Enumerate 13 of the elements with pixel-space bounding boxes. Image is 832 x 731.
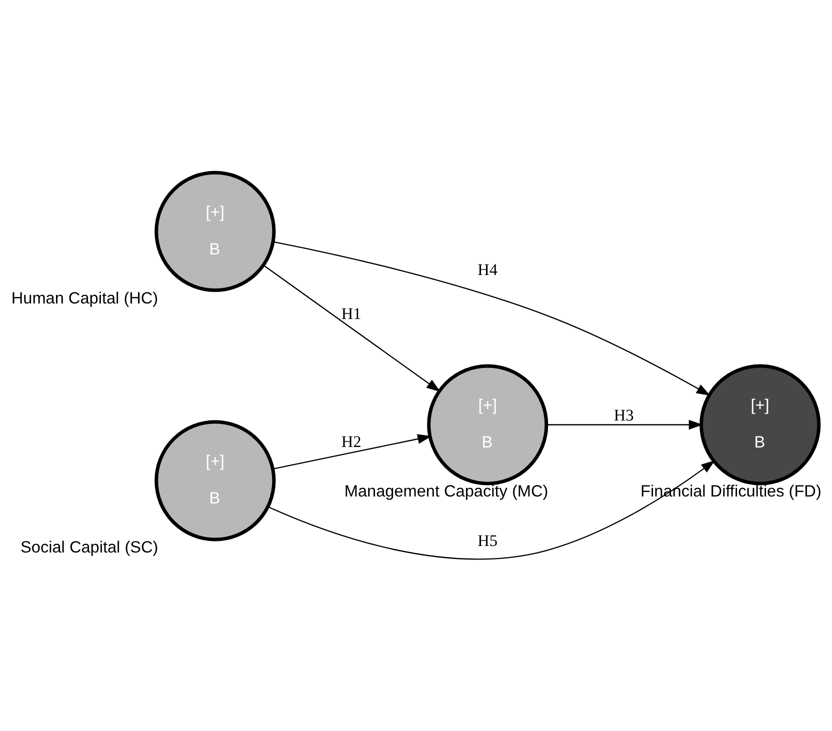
arrow (546, 419, 703, 430)
edge-label: H1 (341, 304, 362, 323)
edge-label: H4 (478, 259, 498, 278)
arrow (268, 460, 716, 560)
node-circle: [+] B (154, 170, 276, 292)
edge-label: H2 (341, 432, 362, 451)
arrow (272, 434, 432, 469)
edge-label: H3 (614, 404, 634, 424)
arrow (263, 264, 440, 392)
edge-label: H5 (478, 530, 498, 550)
arrow (273, 240, 710, 396)
node-label: Management Capacity (MC) (344, 482, 548, 500)
node-circle: [+] B (154, 420, 276, 541)
